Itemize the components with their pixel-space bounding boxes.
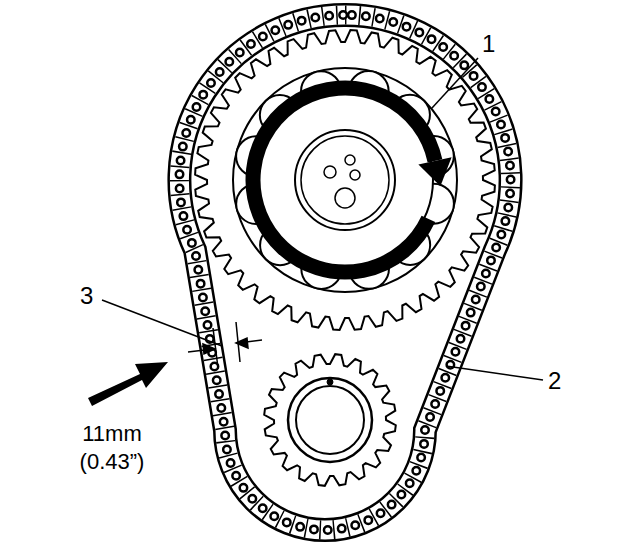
rotation-arrow: [253, 88, 452, 272]
callout-number: 2: [548, 367, 561, 396]
dimension-marks: [188, 322, 262, 368]
timing-chain: [179, 15, 510, 530]
pointer-arrow: [88, 362, 168, 406]
callout-number: 3: [80, 282, 93, 311]
leader-lines: [102, 58, 543, 380]
crankshaft-sprocket: [264, 354, 396, 486]
dimension-value: 11mm (0.43”): [62, 420, 162, 475]
camshaft-sprocket: [195, 30, 495, 330]
callout-number: 1: [482, 30, 495, 59]
